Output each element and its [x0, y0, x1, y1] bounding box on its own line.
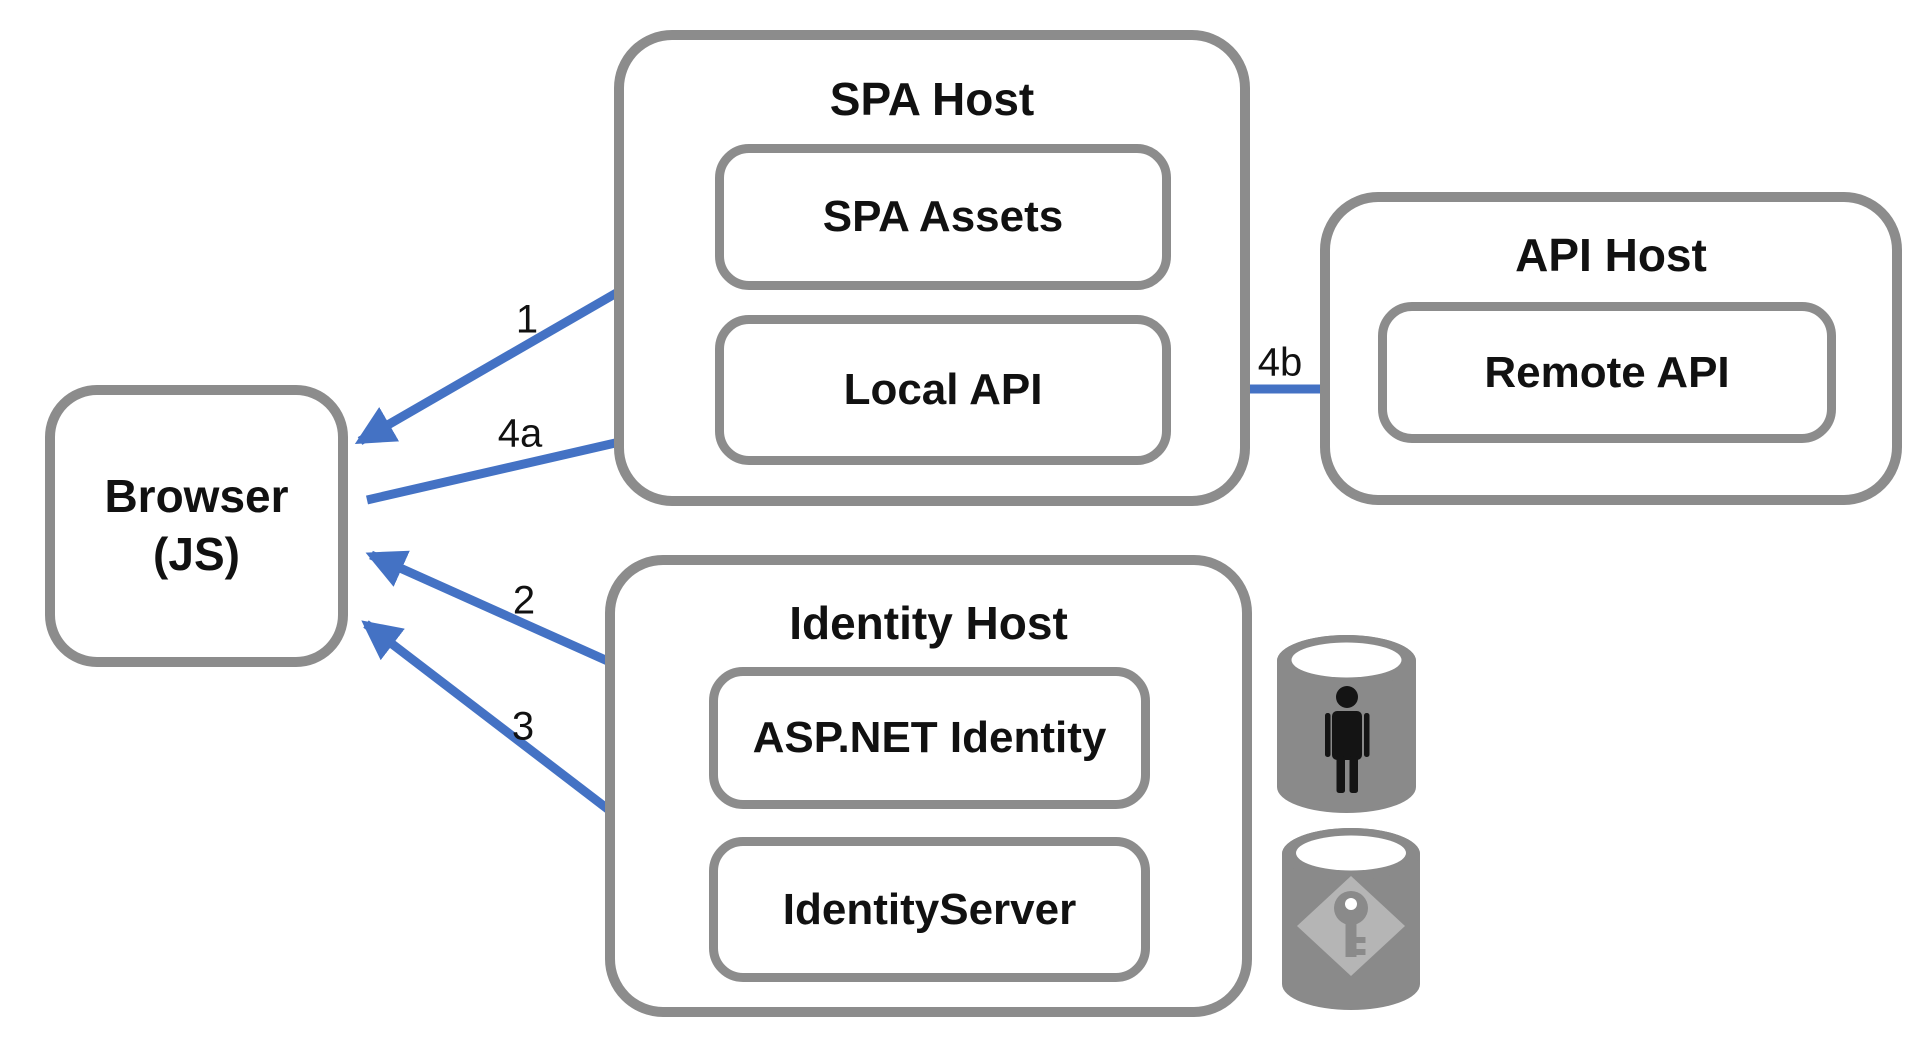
arrow-label-4a: 4a — [497, 411, 543, 456]
identity-host-title: Identity Host — [789, 597, 1068, 649]
api-host-container: API Host Remote API — [1320, 192, 1902, 505]
arrow-label-1: 1 — [515, 297, 539, 342]
spa-host-container: SPA Host SPA Assets Local API — [614, 30, 1250, 506]
key-icon — [1334, 891, 1368, 957]
aspnet-identity-label: ASP.NET Identity — [752, 713, 1107, 762]
remote-api-label: Remote API — [1484, 347, 1730, 397]
identity-server-label: IdentityServer — [782, 884, 1077, 934]
browser-label-line2: (JS) — [153, 528, 240, 580]
identity-host-container: Identity Host ASP.NET Identity IdentityS… — [605, 555, 1252, 1017]
local-api-label: Local API — [843, 365, 1043, 414]
identity-server-node: IdentityServer — [709, 837, 1150, 982]
spa-assets-label: SPA Assets — [822, 192, 1064, 241]
user-database-cylinder — [1277, 635, 1416, 813]
remote-api-node: Remote API — [1378, 302, 1836, 443]
key-database-cylinder — [1282, 828, 1420, 1010]
arrow-label-2: 2 — [512, 578, 536, 623]
diamond-badge — [1297, 876, 1405, 976]
person-icon — [1325, 686, 1370, 793]
arrow-label-4b: 4b — [1257, 340, 1303, 385]
spa-assets-node: SPA Assets — [715, 144, 1171, 290]
spa-host-title: SPA Host — [829, 73, 1035, 125]
browser-label-line1: Browser — [104, 470, 289, 523]
aspnet-identity-node: ASP.NET Identity — [709, 667, 1150, 809]
arrow-label-3: 3 — [511, 704, 535, 749]
local-api-node: Local API — [715, 315, 1171, 465]
api-host-title: API Host — [1515, 229, 1707, 281]
browser-node: Browser (JS) — [45, 385, 348, 667]
